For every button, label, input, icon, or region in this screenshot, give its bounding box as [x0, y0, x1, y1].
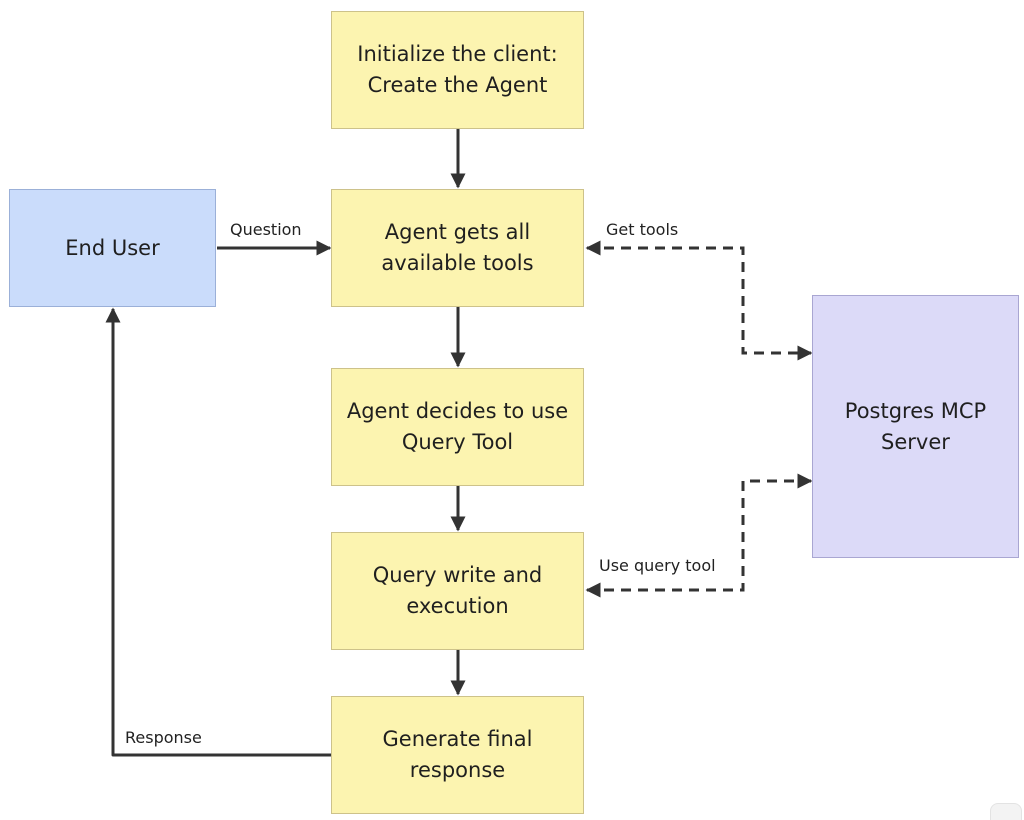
node-query-write-execution: Query write and execution	[331, 532, 584, 650]
node-generate-response-label: Generate final response	[382, 727, 533, 782]
node-query-write-execution-label: Query write and execution	[372, 563, 543, 618]
node-initialize-client: Initialize the client: Create the Agent	[331, 11, 584, 129]
arrow-response	[105, 307, 331, 757]
node-generate-response: Generate final response	[331, 696, 584, 814]
node-agent-gets-tools-label: Agent gets all available tools	[381, 220, 534, 275]
node-postgres-mcp-server-label: Postgres MCP Server	[844, 398, 987, 454]
edge-label-question: Question	[230, 220, 302, 239]
edge-label-response: Response	[125, 728, 202, 747]
arrow-use-query-tool-dashed	[585, 473, 813, 598]
node-end-user-label: End User	[65, 235, 160, 260]
arrow-get-tools-dashed	[585, 240, 813, 361]
node-agent-decides: Agent decides to use Query Tool	[331, 368, 584, 486]
node-agent-gets-tools: Agent gets all available tools	[331, 189, 584, 307]
edge-label-get-tools: Get tools	[606, 220, 679, 239]
corner-widget	[990, 803, 1022, 820]
node-postgres-mcp-server: Postgres MCP Server	[812, 295, 1019, 558]
node-end-user: End User	[9, 189, 216, 307]
node-agent-decides-label: Agent decides to use Query Tool	[346, 399, 569, 454]
edge-label-use-query-tool: Use query tool	[599, 556, 716, 575]
node-initialize-client-label: Initialize the client: Create the Agent	[357, 42, 558, 97]
